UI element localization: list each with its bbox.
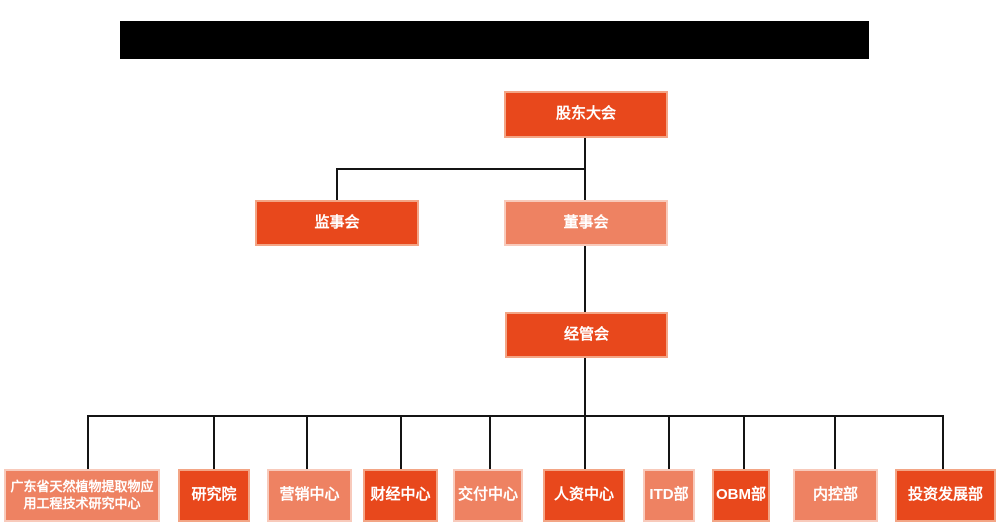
node-label: 广东省天然植物提取物应用工程技术研究中心	[10, 479, 154, 511]
node-board-of-directors: 董事会	[504, 200, 668, 246]
node-dept-research-center: 广东省天然植物提取物应用工程技术研究中心	[4, 469, 160, 522]
connector-drop-dept-0	[87, 415, 89, 469]
node-label: 营销中心	[279, 486, 340, 504]
node-dept-finance-center: 财经中心	[363, 469, 438, 522]
connector-supervisory-drop	[336, 168, 338, 200]
connector-drop-dept-9	[942, 415, 944, 469]
node-dept-internal-control: 内控部	[793, 469, 878, 522]
node-label: OBM部	[716, 486, 766, 504]
node-dept-delivery-center: 交付中心	[453, 469, 523, 522]
connector-drop-dept-1	[213, 415, 215, 469]
connector-drop-dept-8	[834, 415, 836, 469]
redacted-title-bar	[120, 21, 869, 59]
node-shareholders-meeting: 股东大会	[504, 91, 668, 138]
node-management-committee: 经管会	[505, 312, 668, 358]
node-dept-research-institute: 研究院	[178, 469, 250, 522]
node-dept-investment-development: 投资发展部	[895, 469, 996, 522]
node-label: 研究院	[191, 486, 237, 504]
node-label: 经管会	[563, 325, 609, 343]
node-label: 监事会	[314, 213, 360, 231]
node-label: 股东大会	[555, 105, 616, 123]
connector-board-to-management	[584, 246, 586, 312]
connector-drop-dept-3	[400, 415, 402, 469]
node-dept-marketing-center: 营销中心	[267, 469, 352, 522]
connector-departments-rail	[87, 415, 944, 417]
node-dept-itd: ITD部	[643, 469, 695, 522]
connector-management-down	[584, 358, 586, 469]
connector-supervisory-branch	[336, 168, 586, 170]
connector-drop-dept-4	[489, 415, 491, 469]
node-label: ITD部	[649, 486, 689, 504]
node-label: 交付中心	[457, 486, 518, 504]
connector-drop-dept-7	[743, 415, 745, 469]
node-dept-obm: OBM部	[712, 469, 770, 522]
connector-drop-dept-2	[306, 415, 308, 469]
node-supervisory-board: 监事会	[255, 200, 419, 246]
node-label: 董事会	[563, 213, 609, 231]
node-label: 人资中心	[553, 486, 614, 504]
node-label: 投资发展部	[907, 486, 983, 504]
node-label: 内控部	[812, 486, 858, 504]
connector-drop-dept-6	[668, 415, 670, 469]
node-dept-hr-center: 人资中心	[543, 469, 625, 522]
node-label: 财经中心	[370, 486, 431, 504]
